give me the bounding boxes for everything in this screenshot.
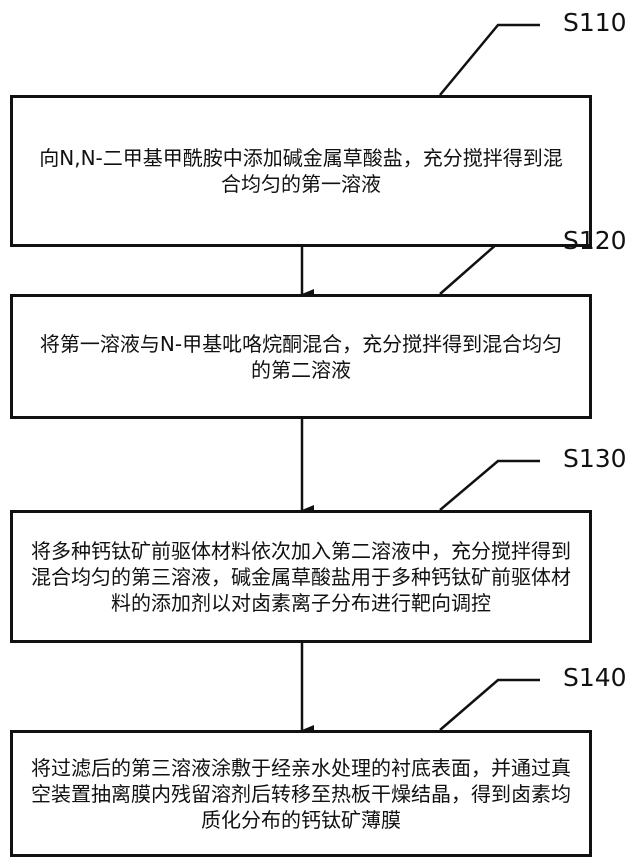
- step-text-s140: 将过滤后的第三溶液涂敷于经亲水处理的衬底表面，并通过真空装置抽离膜内残留溶剂后转…: [31, 755, 571, 832]
- step-label-s140: S140: [563, 663, 627, 692]
- step-label-s110: S110: [563, 8, 627, 37]
- leader-line-s130: [439, 459, 540, 511]
- step-text-s110: 向N,N-二甲基甲酰胺中添加碱金属草酸盐，充分搅拌得到混合均匀的第一溶液: [39, 146, 563, 196]
- step-box-s120: 将第一溶液与N-甲基吡咯烷酮混合，充分搅拌得到混合均匀的第二溶液: [10, 294, 592, 419]
- leader-line-s110: [439, 23, 540, 96]
- step-box-s110: 向N,N-二甲基甲酰胺中添加碱金属草酸盐，充分搅拌得到混合均匀的第一溶液: [10, 95, 592, 247]
- step-box-s140: 将过滤后的第三溶液涂敷于经亲水处理的衬底表面，并通过真空装置抽离膜内残留溶剂后转…: [10, 730, 592, 857]
- leader-line-s140: [439, 678, 540, 731]
- step-box-s130: 将多种钙钛矿前驱体材料依次加入第二溶液中，充分搅拌得到混合均匀的第三溶液，碱金属…: [10, 510, 592, 643]
- step-label-s120: S120: [563, 226, 627, 255]
- step-label-s130: S130: [563, 444, 627, 473]
- step-text-s130: 将多种钙钛矿前驱体材料依次加入第二溶液中，充分搅拌得到混合均匀的第三溶液，碱金属…: [31, 538, 571, 615]
- step-text-s120: 将第一溶液与N-甲基吡咯烷酮混合，充分搅拌得到混合均匀的第二溶液: [39, 331, 563, 382]
- leader-line-s120: [439, 241, 540, 295]
